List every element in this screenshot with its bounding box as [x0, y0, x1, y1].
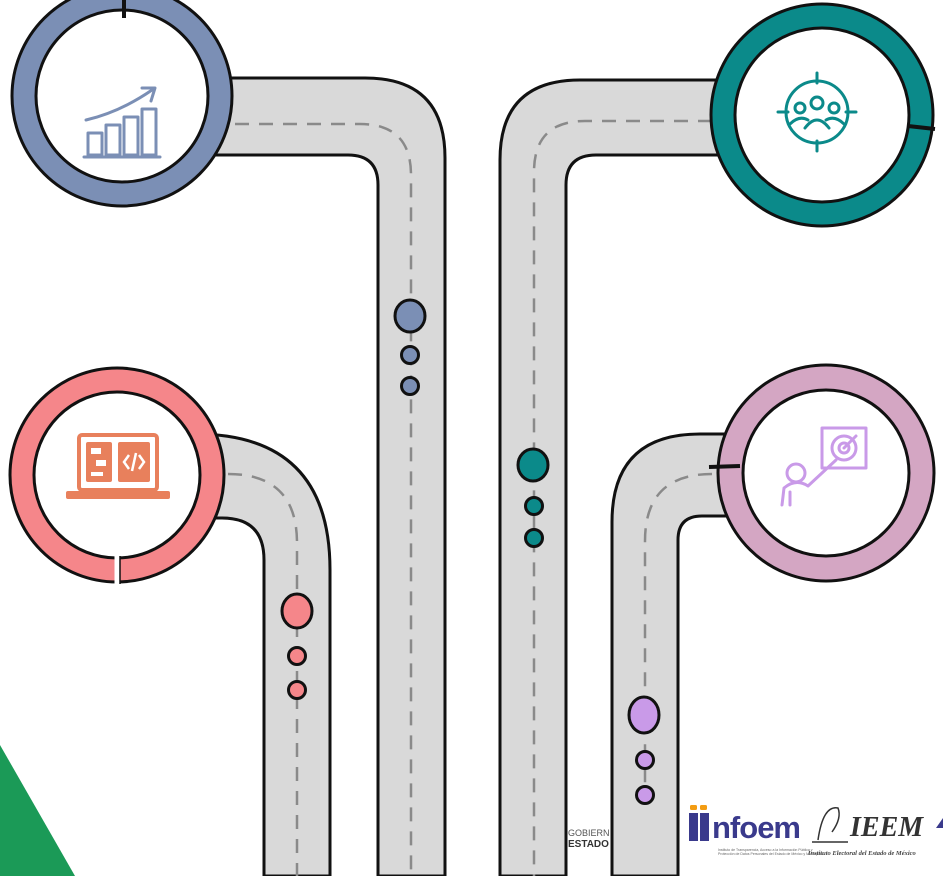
ieem-logo-subtitle: Instituto Electoral del Estado de México	[808, 850, 916, 857]
node-team	[709, 2, 936, 228]
dots-teal	[516, 447, 550, 548]
edge-mark	[936, 818, 943, 828]
node-code	[8, 366, 226, 584]
ieem-signature-mark	[812, 807, 848, 843]
presentation-target-icon	[780, 426, 868, 507]
infoem-logo-subtitle: Instituto de Transparencia, Acceso a la …	[718, 848, 823, 856]
node-goal	[708, 363, 936, 583]
growth-chart-icon	[82, 86, 162, 159]
node-growth	[10, 0, 234, 208]
team-target-icon	[776, 71, 858, 153]
road-blue	[198, 76, 447, 876]
road-salmon	[193, 432, 332, 876]
ieem-logo-word: IEEM	[850, 812, 924, 843]
infoem-logo-word: nfoem	[712, 810, 801, 845]
dots-blue	[393, 298, 427, 396]
green-corner-shape	[0, 745, 75, 876]
gobierno-line2: ESTADO	[568, 839, 609, 850]
infoem-logo-mark	[689, 805, 709, 841]
dots-violet	[627, 695, 661, 805]
road-teal	[498, 78, 722, 876]
gobierno-line1: GOBIERN	[568, 828, 610, 838]
code-laptop-icon	[66, 433, 170, 499]
dots-salmon	[280, 592, 314, 700]
gobierno-logo-text: GOBIERN ESTADO	[568, 828, 610, 850]
